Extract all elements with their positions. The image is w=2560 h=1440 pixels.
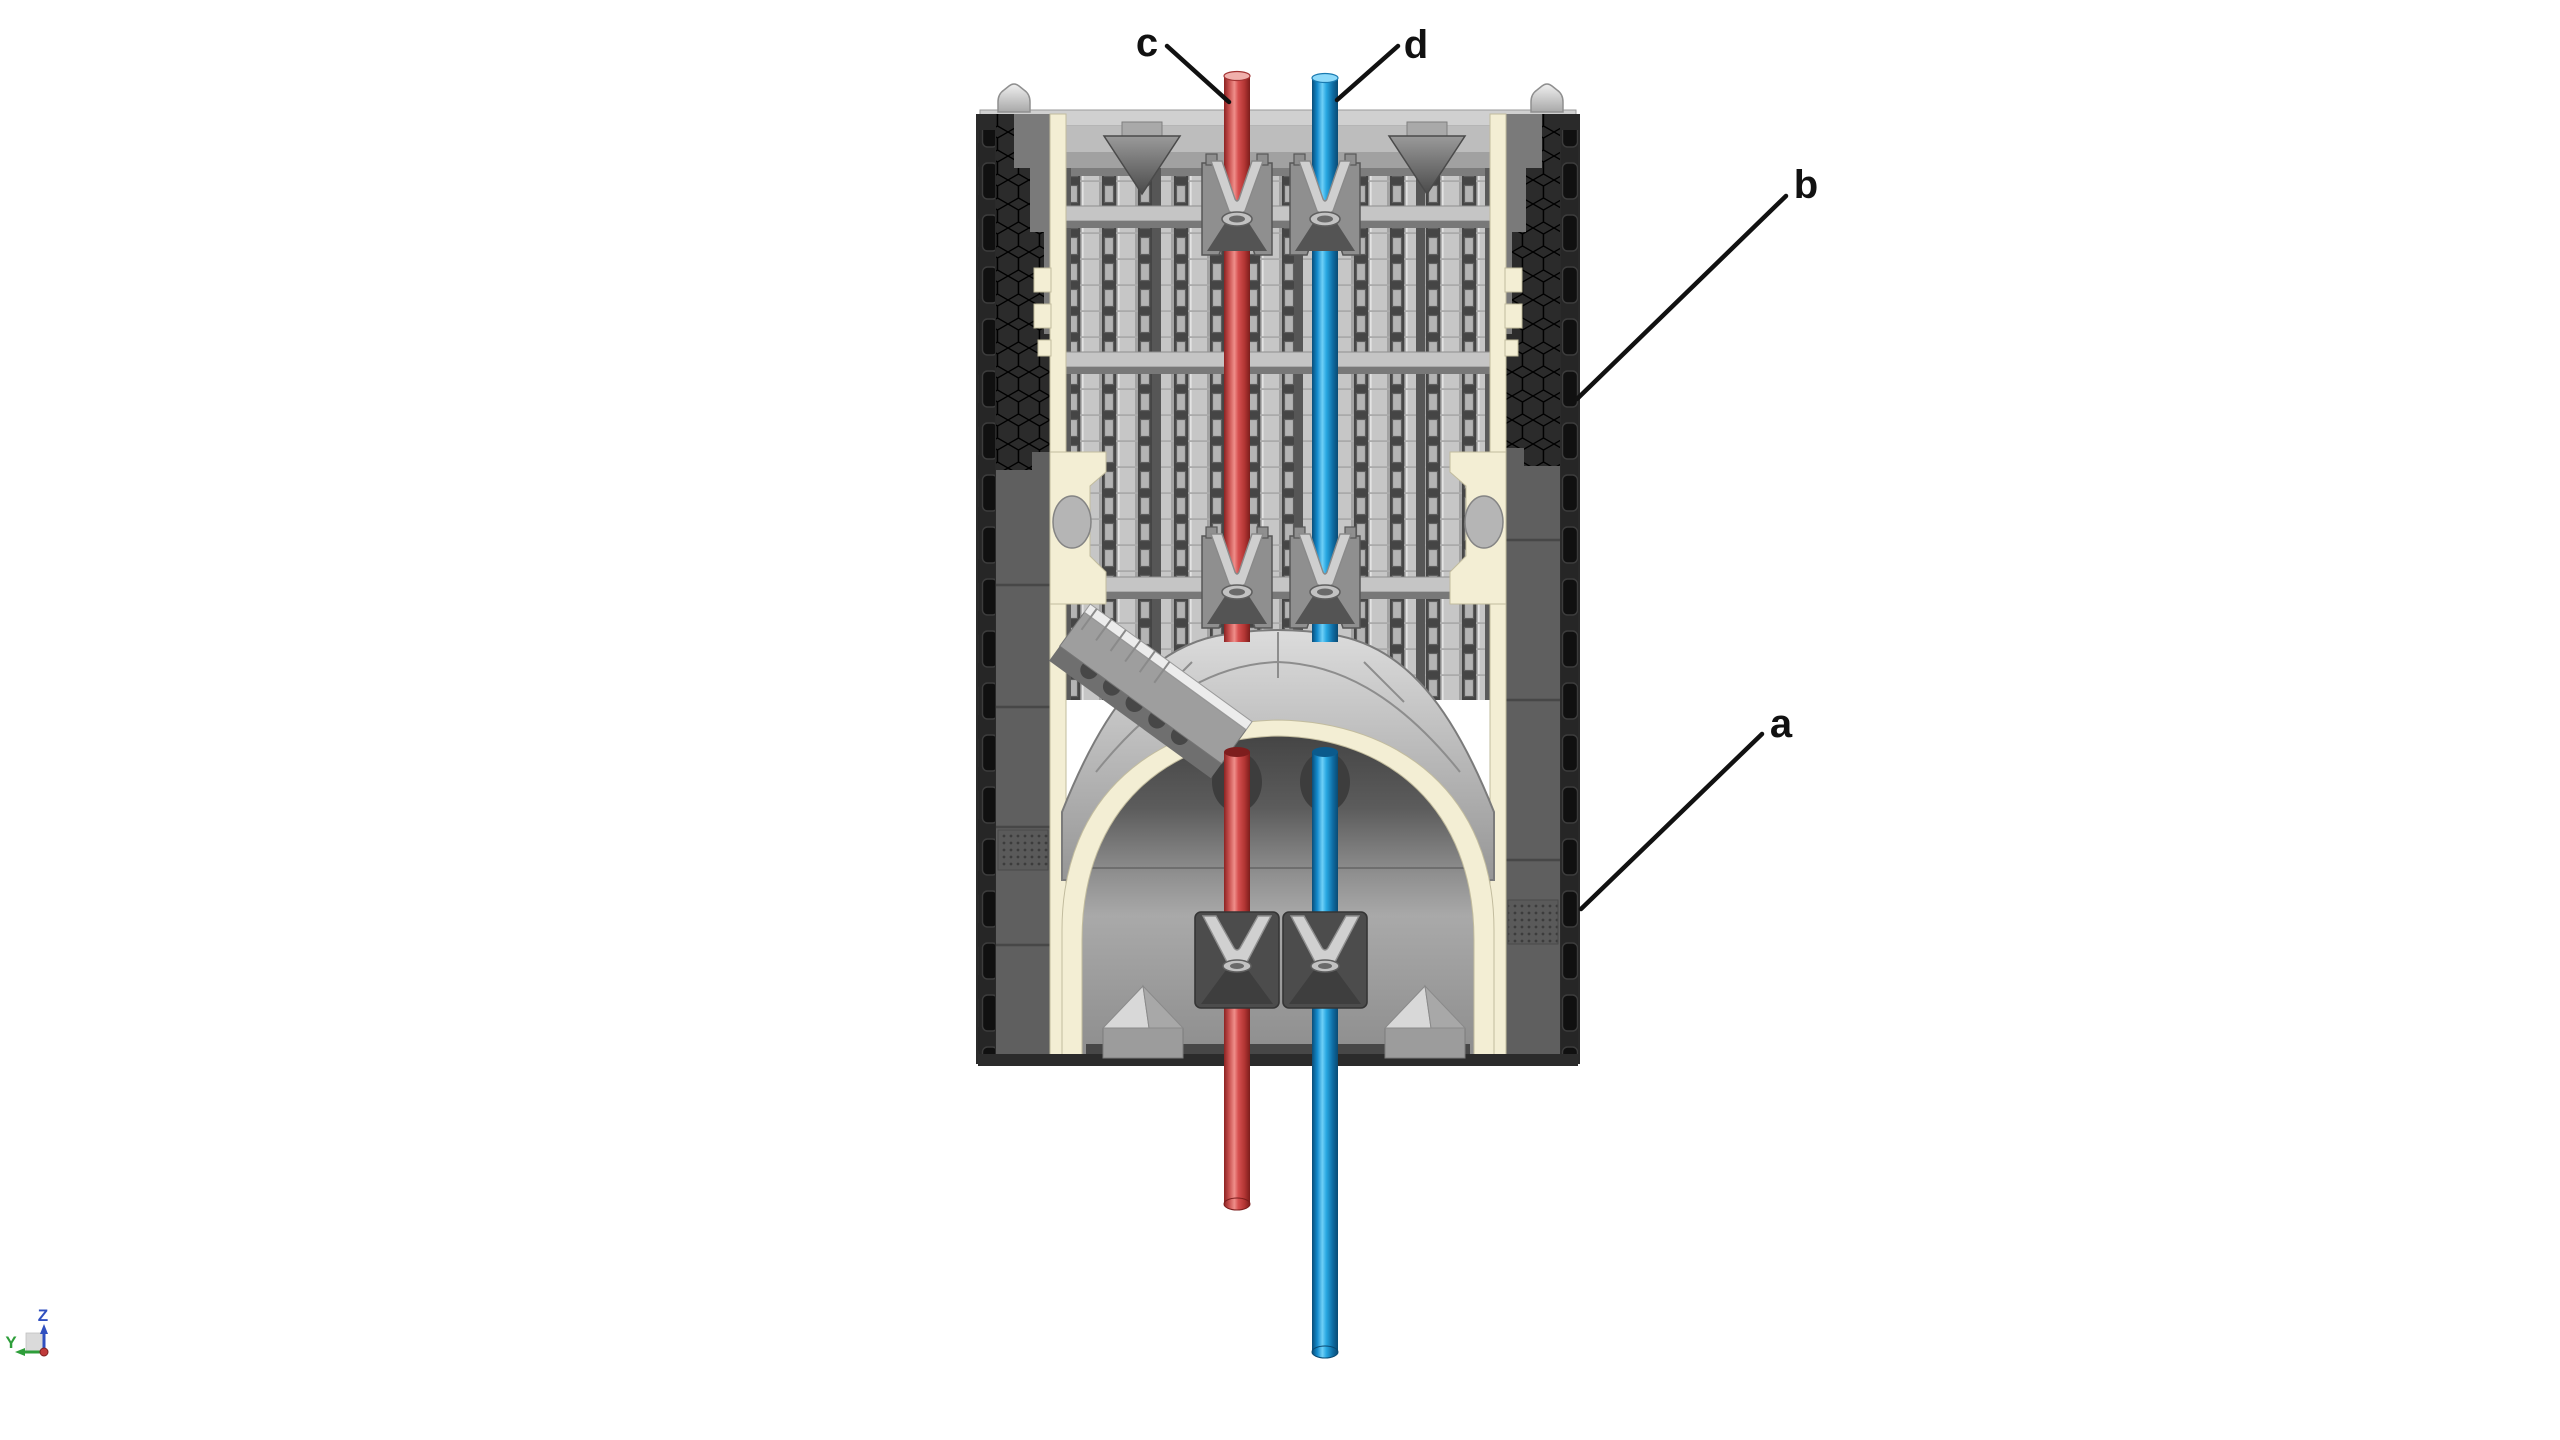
top-funnels <box>1102 121 1467 196</box>
serrated-ramp <box>1049 603 1253 779</box>
top-flange <box>979 109 1577 127</box>
orientation-axes-icon: Z Y <box>5 1306 49 1357</box>
support-plates <box>1057 205 1499 599</box>
leader-line-a <box>1578 731 1765 912</box>
internal-lattice <box>1066 168 1490 700</box>
outer-wall-left <box>976 114 1050 1064</box>
leader-line-b <box>1574 193 1789 402</box>
x-axis-origin-dot <box>39 1347 49 1357</box>
outer-wall-right <box>1506 114 1580 1064</box>
annotations: c d b a <box>1136 21 1818 912</box>
bottom-cones <box>1101 984 1467 1059</box>
label-a: a <box>1770 702 1793 746</box>
label-b: b <box>1794 163 1818 207</box>
label-c: c <box>1136 21 1158 65</box>
vessel-structure <box>976 70 1580 1359</box>
leader-lines <box>1164 43 1789 912</box>
y-axis-label: Y <box>5 1333 17 1352</box>
leader-line-c <box>1164 43 1232 105</box>
label-d: d <box>1404 23 1428 67</box>
cold-leg-pipe <box>1311 72 1339 1359</box>
top-bolt-caps <box>997 83 1564 113</box>
z-axis-label: Z <box>38 1306 48 1325</box>
leader-line-d <box>1334 43 1401 103</box>
vessel-bottom-edge <box>978 1054 1578 1066</box>
